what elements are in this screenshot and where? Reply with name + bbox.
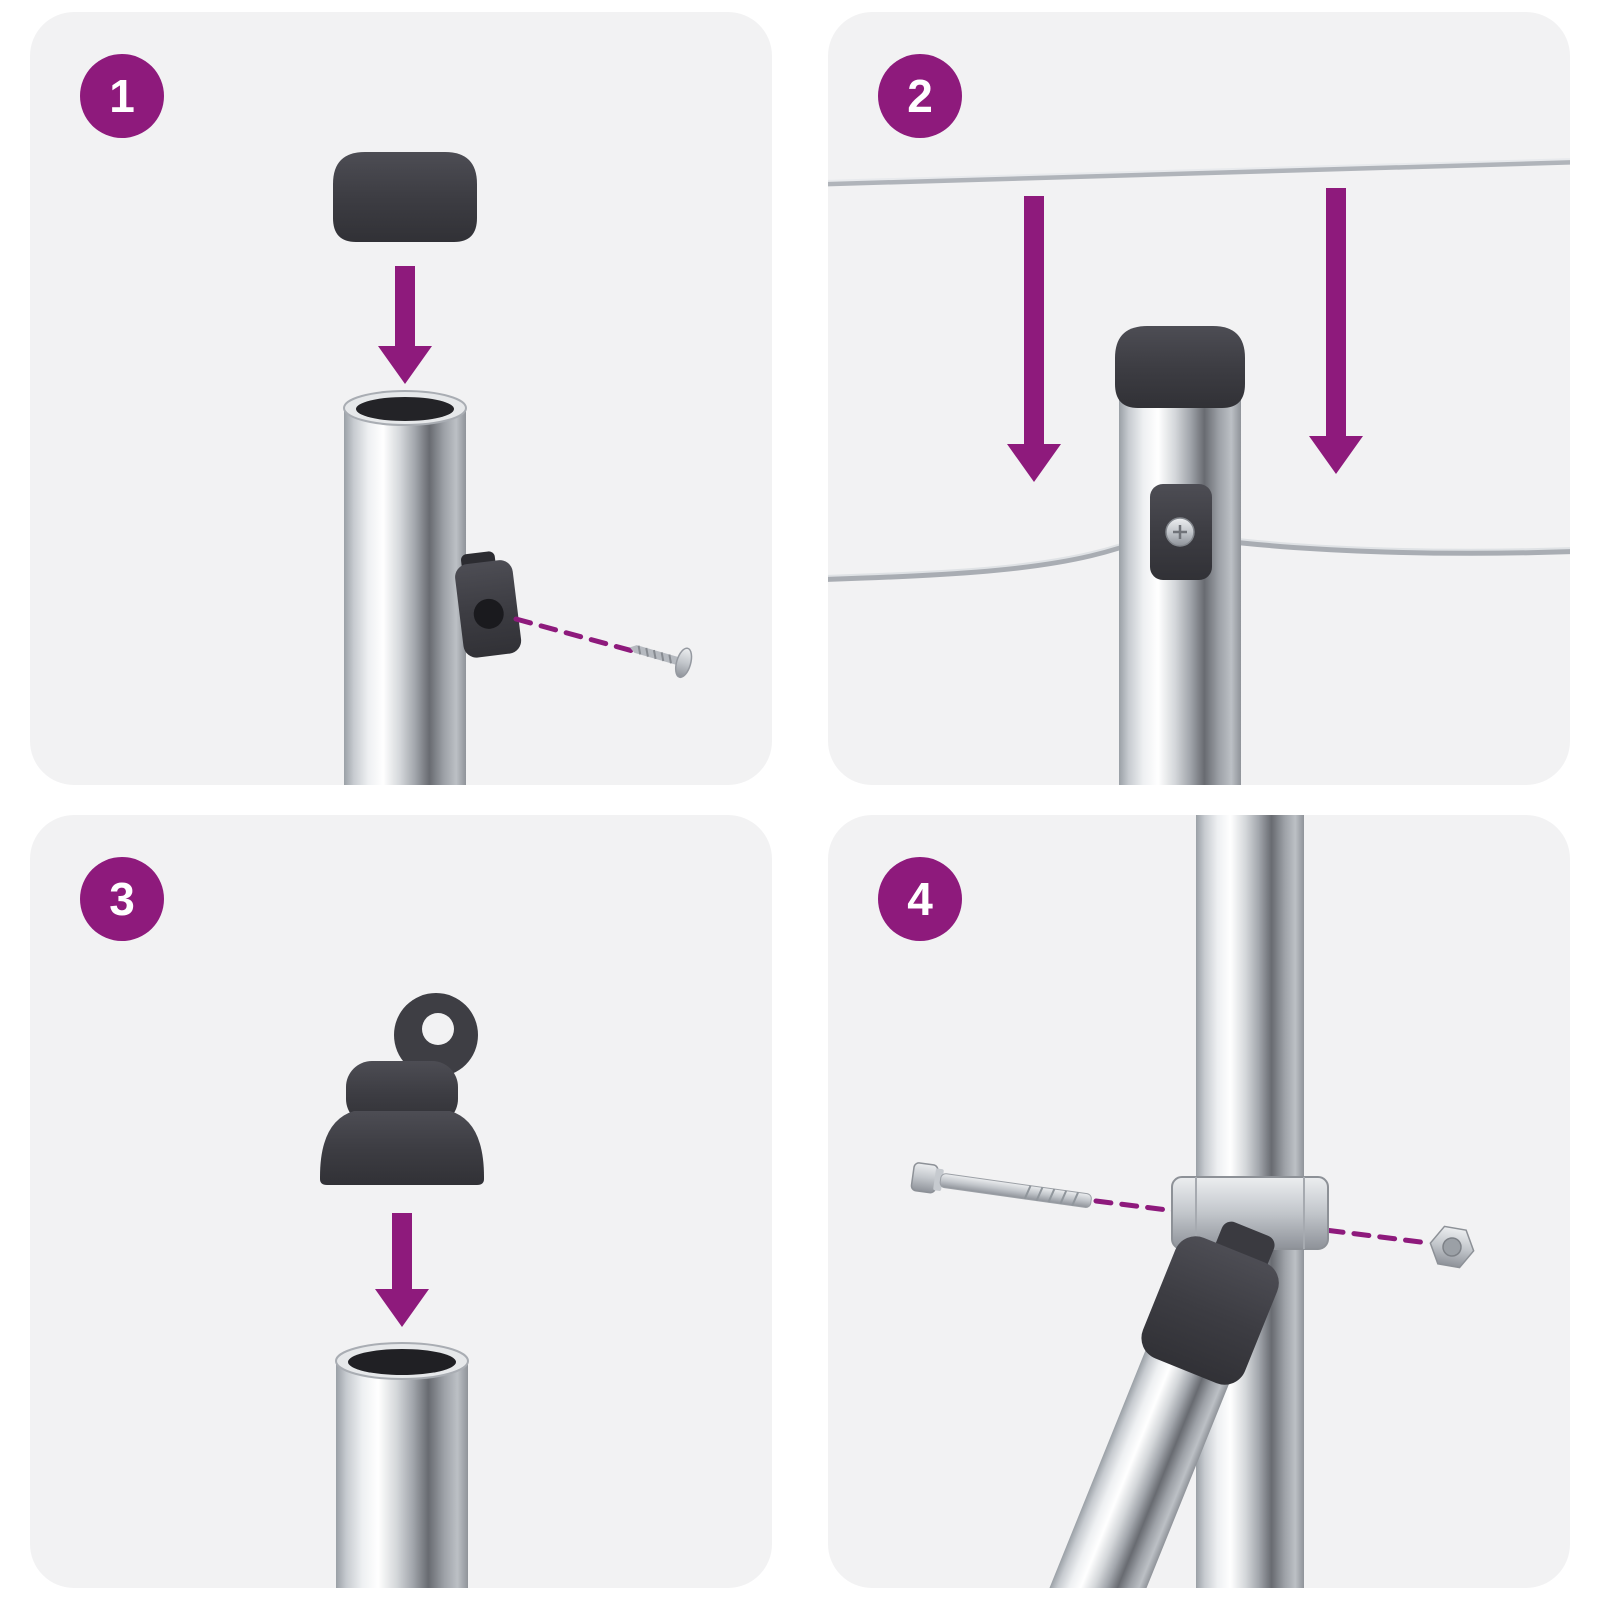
screw-icon [629, 645, 693, 679]
step-4-illustration [910, 815, 1475, 1588]
step-number-badge: 4 [878, 857, 962, 941]
down-arrow-left-icon [1007, 196, 1061, 482]
brace-connector [1141, 1236, 1279, 1385]
bolt-icon [910, 1162, 1092, 1208]
capped-post [1115, 326, 1245, 785]
down-arrow-right-icon [1309, 188, 1363, 474]
step-3-illustration [320, 993, 484, 1588]
post-clamp [1171, 1176, 1329, 1250]
wire-clip [455, 551, 522, 658]
metal-post [343, 390, 467, 785]
step-panel-2: 2 [828, 12, 1570, 785]
wire-clip-with-screw [1150, 484, 1212, 580]
hex-nut-icon [1429, 1225, 1475, 1269]
step-number-badge: 2 [878, 54, 962, 138]
post-cap-icon [333, 152, 477, 242]
dashed-guide-line [513, 616, 643, 656]
down-arrow-icon [378, 266, 432, 384]
eye-cap-icon [320, 993, 484, 1185]
diagonal-brace [1000, 1221, 1279, 1588]
step-1-illustration [333, 152, 693, 785]
brace-tube [1000, 1311, 1245, 1588]
step-number-badge: 3 [80, 857, 164, 941]
step-panel-4: 4 [828, 815, 1570, 1588]
down-arrow-icon [375, 1213, 429, 1327]
step-panel-3: 3 [30, 815, 772, 1588]
step-2-illustration [828, 158, 1570, 785]
tension-wire-top [828, 158, 1570, 187]
step-panel-1: 1 [30, 12, 772, 785]
metal-post-opening [335, 1342, 469, 1588]
step-number-badge: 1 [80, 54, 164, 138]
